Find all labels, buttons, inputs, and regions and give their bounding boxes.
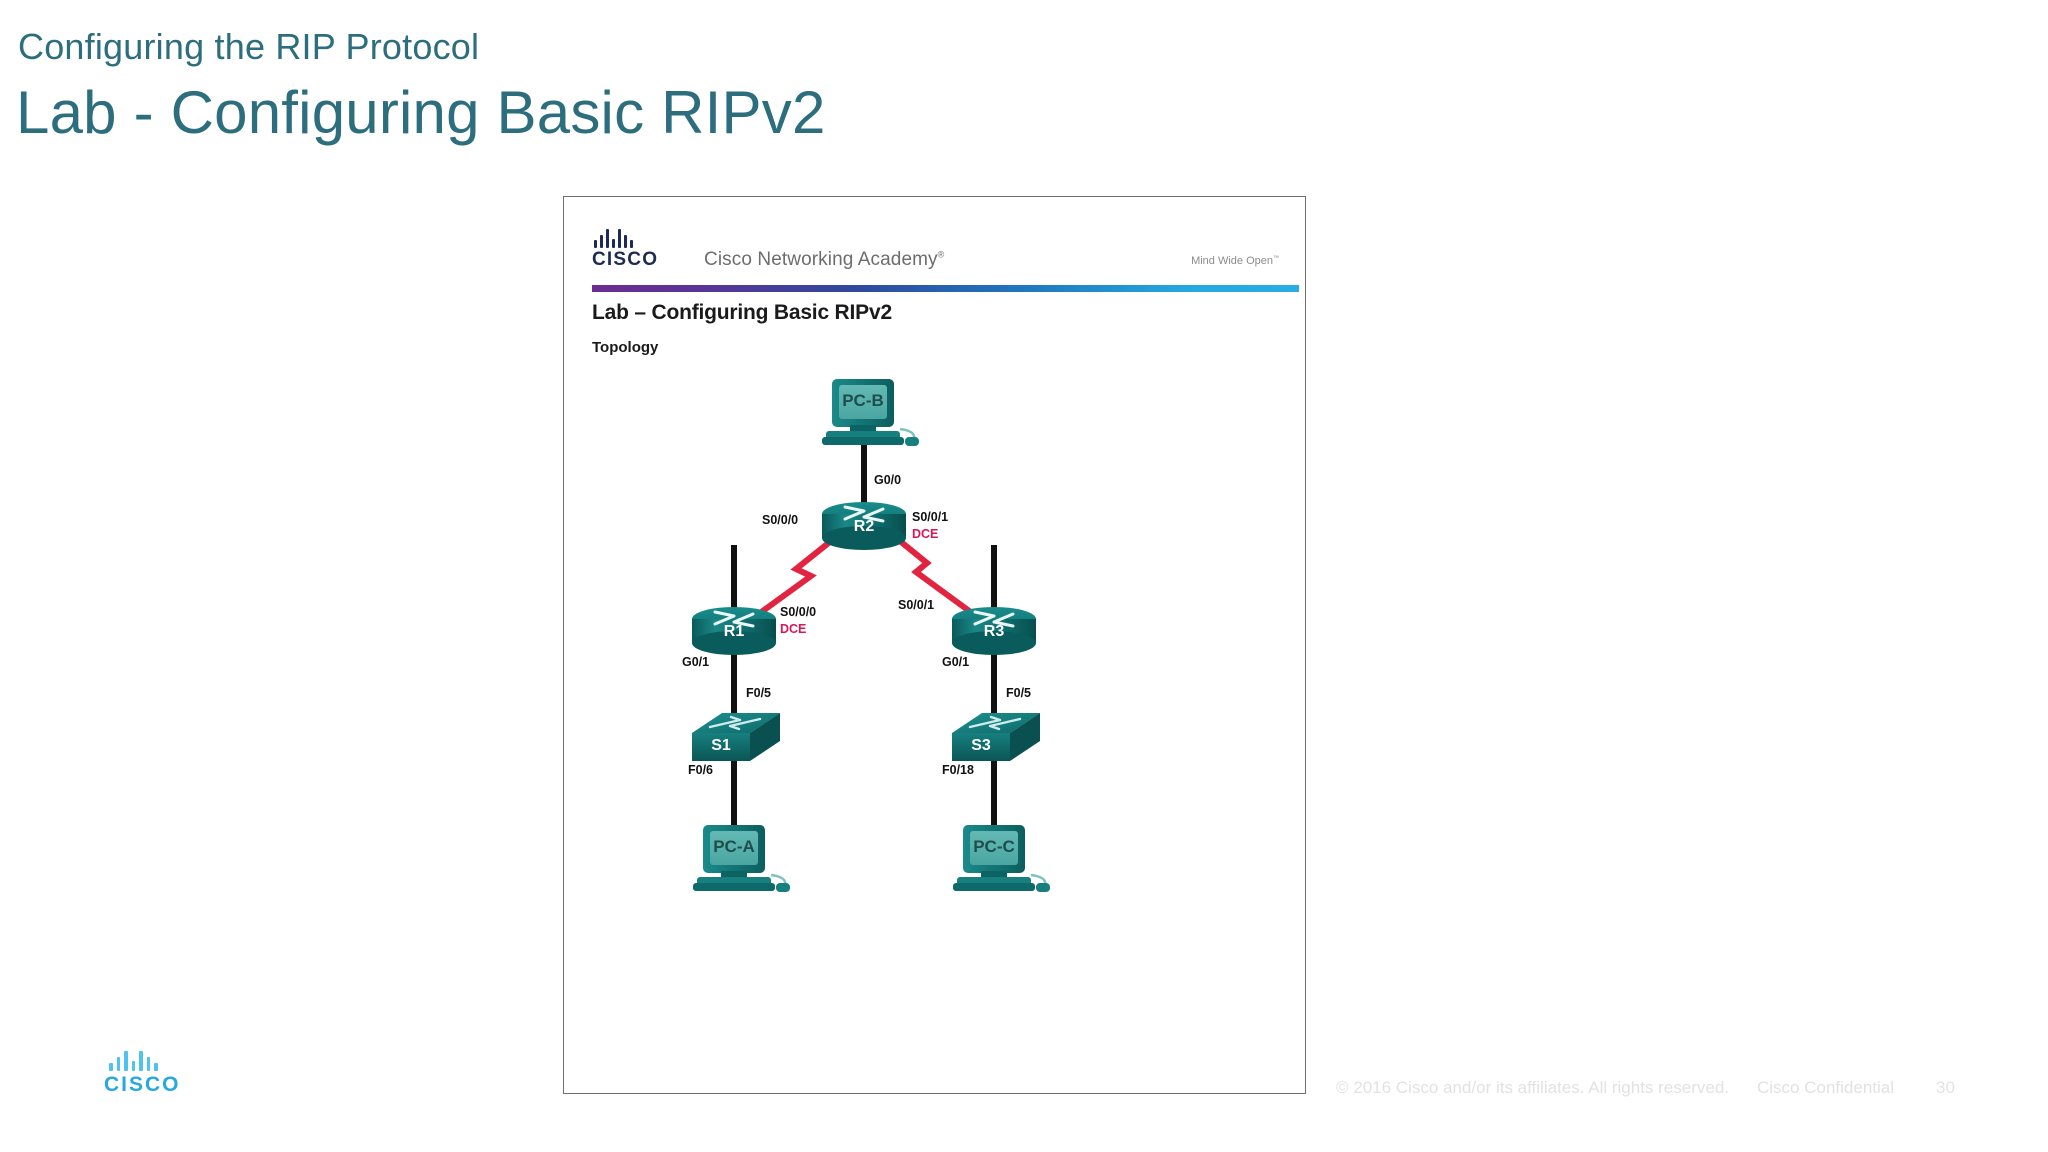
iface-label-s1-f0-6: F0/6 xyxy=(688,763,714,777)
footer-page-number: 30 xyxy=(1936,1078,1955,1097)
document-brand-header: CISCO Cisco Networking Academy® Mind Wid… xyxy=(592,227,1281,289)
iface-label-r3-s0-0-1: S0/0/1 xyxy=(898,598,935,612)
cisco-wordmark: CISCO xyxy=(592,249,659,270)
document-lab-title: Lab – Configuring Basic RIPv2 xyxy=(592,301,892,324)
iface-label-s1-f0-5: F0/5 xyxy=(746,686,772,700)
iface-label-s3-f0-18: F0/18 xyxy=(942,763,974,777)
device-label-pc-c: PC-C xyxy=(973,837,1015,856)
footer-confidential: Cisco Confidential xyxy=(1757,1078,1895,1097)
network-topology-diagram: PC-B R2 R1 R3 S1 S3 PC-A PC-C G0/0 S0/0/… xyxy=(564,373,1307,913)
iface-label-r1-s0-0-0: S0/0/0 xyxy=(780,605,817,619)
footer-copyright: © 2016 Cisco and/or its affiliates. All … xyxy=(1336,1078,1730,1097)
iface-label-r1-g0-1: G0/1 xyxy=(682,655,710,669)
device-pc-b xyxy=(822,379,919,446)
dce-label-r2-s0-0-1: DCE xyxy=(912,527,939,541)
link-r2-r3-serial xyxy=(888,530,974,616)
iface-label-r3-g0-1: G0/1 xyxy=(942,655,970,669)
cisco-footer-wordmark: CISCO xyxy=(104,1073,181,1096)
academy-name: Cisco Networking Academy® xyxy=(704,249,944,271)
device-pc-a xyxy=(693,825,790,892)
document-section-title: Topology xyxy=(592,339,659,356)
tagline-trademark: ™ xyxy=(1273,255,1279,262)
device-label-pc-b: PC-B xyxy=(842,391,884,410)
iface-label-r2-s0-0-1: S0/0/1 xyxy=(912,510,949,524)
device-s1 xyxy=(692,713,780,761)
device-pc-c xyxy=(953,825,1050,892)
device-r1 xyxy=(692,607,776,655)
topology-canvas xyxy=(692,379,1050,892)
document-page: CISCO Cisco Networking Academy® Mind Wid… xyxy=(563,196,1306,1094)
iface-label-r2-s0-0-0: S0/0/0 xyxy=(762,513,799,527)
cisco-logo-icon: CISCO xyxy=(592,229,684,279)
cisco-bridge-bars-icon xyxy=(594,229,633,248)
academy-name-text: Cisco Networking Academy xyxy=(704,249,938,270)
page-title: Lab - Configuring Basic RIPv2 xyxy=(16,79,826,146)
brand-gradient-rule xyxy=(592,285,1299,292)
device-label-pc-a: PC-A xyxy=(713,837,755,856)
academy-trademark: ® xyxy=(937,249,945,260)
tagline: Mind Wide Open™ xyxy=(1191,255,1279,267)
cisco-bridge-bars-footer-icon xyxy=(109,1051,158,1071)
tagline-text: Mind Wide Open xyxy=(1191,255,1273,267)
link-r2-r1-serial xyxy=(758,530,843,616)
slide-eyebrow: Configuring the RIP Protocol xyxy=(18,26,480,67)
device-r3 xyxy=(952,607,1036,655)
iface-label-r2-g0-0: G0/0 xyxy=(874,473,902,487)
device-s3 xyxy=(952,713,1040,761)
device-r2 xyxy=(822,502,906,550)
dce-label-r1-s0-0-0: DCE xyxy=(780,622,807,636)
cisco-footer-logo-icon: CISCO xyxy=(104,1051,190,1096)
iface-label-s3-f0-5: F0/5 xyxy=(1006,686,1032,700)
